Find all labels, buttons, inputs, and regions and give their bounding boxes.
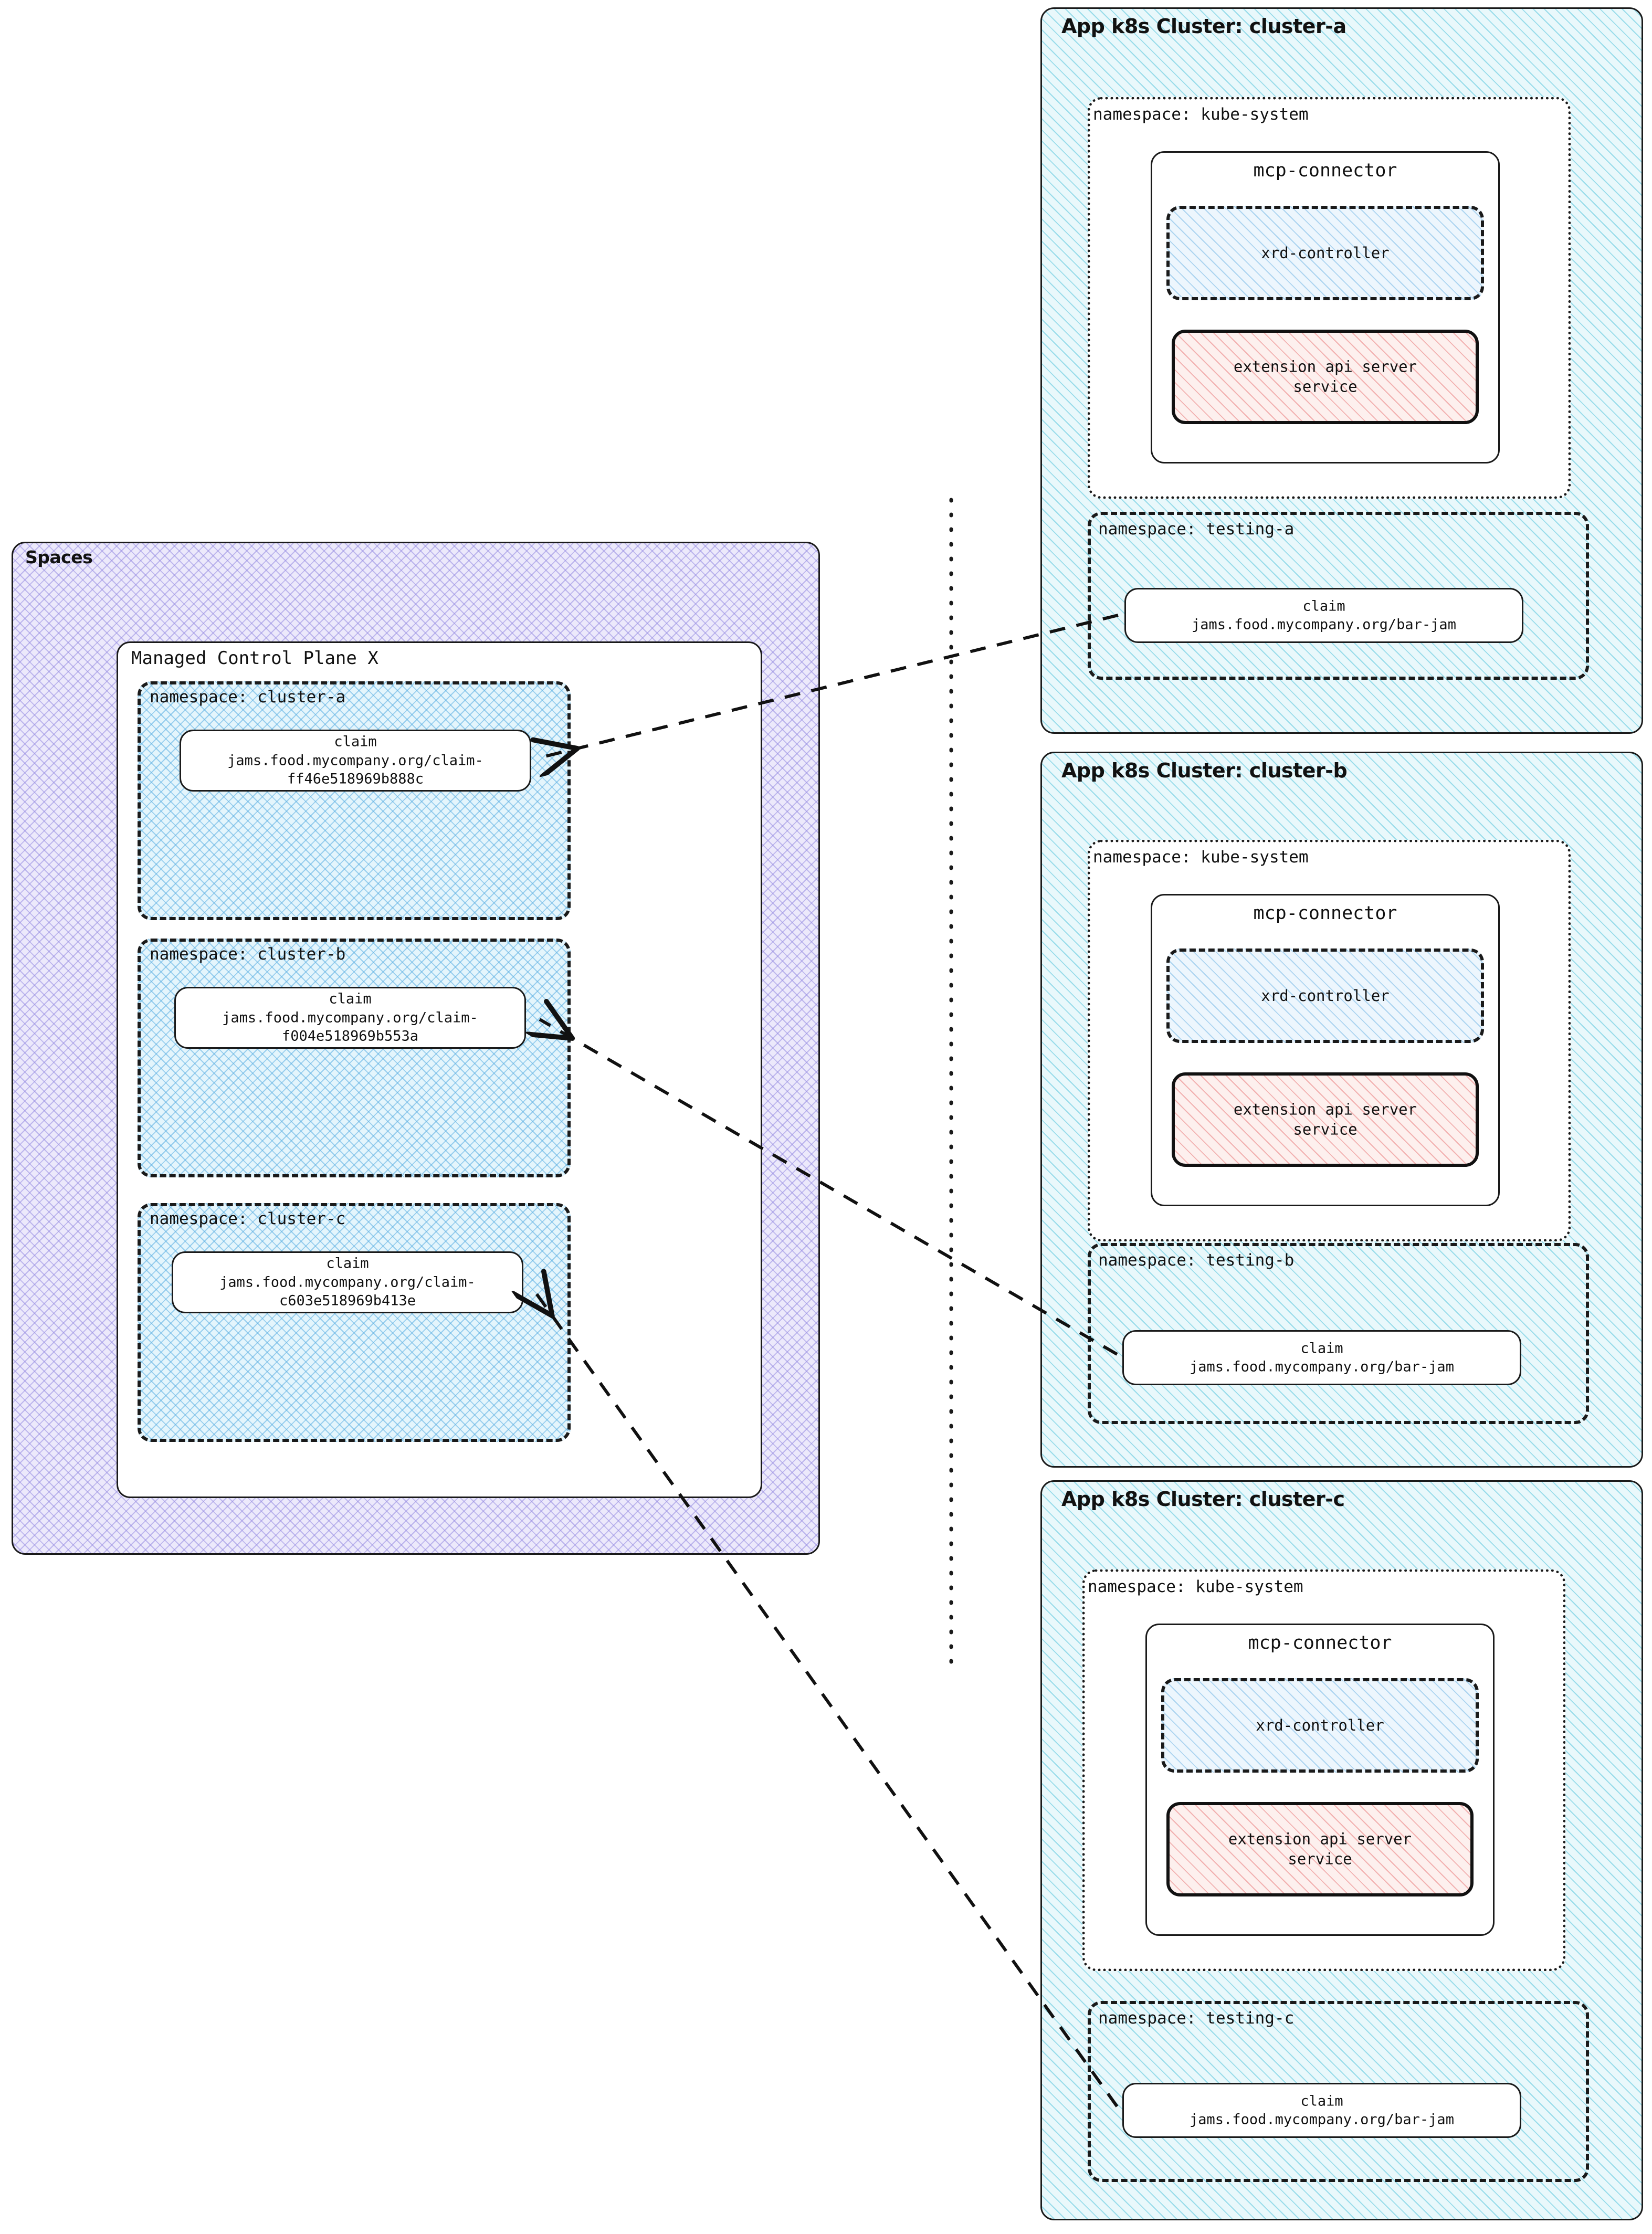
claim-ref: jams.food.mycompany.org/bar-jam <box>1192 616 1456 633</box>
cluster-b-kube-system-label: namespace: kube-system <box>1093 848 1309 867</box>
cluster-b-testing-namespace-label: namespace: testing-b <box>1098 1251 1295 1270</box>
claim-kind: claim <box>1300 1340 1343 1356</box>
claim-ref: jams.food.mycompany.org/claim- f004e5189… <box>222 1009 478 1045</box>
claim-kind: claim <box>329 990 372 1007</box>
cluster-a-xrd-controller: xrd-controller <box>1166 206 1484 300</box>
cluster-c-xrd-controller: xrd-controller <box>1161 1678 1479 1773</box>
cluster-b-testing-claim[interactable]: claim jams.food.mycompany.org/bar-jam <box>1122 1330 1521 1385</box>
mcp-namespace-cluster-c-label: namespace: cluster-c <box>150 1209 346 1228</box>
cluster-a-extension-api-server-label: extension api server service <box>1233 357 1417 396</box>
cluster-a-testing-claim[interactable]: claim jams.food.mycompany.org/bar-jam <box>1124 588 1523 643</box>
claim-node-cluster-b[interactable]: claim jams.food.mycompany.org/claim- f00… <box>174 987 526 1049</box>
claim-node-cluster-c[interactable]: claim jams.food.mycompany.org/claim- c60… <box>172 1251 523 1313</box>
claim-kind: claim <box>326 1255 369 1272</box>
mcp-namespace-cluster-a-label: namespace: cluster-a <box>150 688 346 707</box>
cluster-a-testing-namespace-label: namespace: testing-a <box>1098 520 1295 539</box>
claim-node-cluster-c-text: claim jams.food.mycompany.org/claim- c60… <box>173 1255 522 1311</box>
claim-ref: jams.food.mycompany.org/claim- c603e5189… <box>219 1274 476 1309</box>
cluster-c-xrd-controller-label: xrd-controller <box>1256 1716 1384 1734</box>
cluster-c-extension-api-server-label: extension api server service <box>1228 1830 1412 1868</box>
mcp-namespace-cluster-c <box>138 1203 571 1442</box>
mcp-namespace-cluster-a <box>138 681 571 920</box>
mcp-namespace-cluster-b <box>138 939 571 1177</box>
cluster-b-xrd-controller: xrd-controller <box>1166 949 1484 1043</box>
cluster-a-xrd-controller-label: xrd-controller <box>1261 244 1390 262</box>
app-cluster-a-title: App k8s Cluster: cluster-a <box>1061 15 1346 38</box>
claim-ref: jams.food.mycompany.org/claim- ff46e5189… <box>227 752 483 787</box>
claim-node-cluster-a[interactable]: claim jams.food.mycompany.org/claim- ff4… <box>180 730 531 792</box>
claim-node-cluster-b-text: claim jams.food.mycompany.org/claim- f00… <box>176 990 524 1046</box>
app-cluster-c-title: App k8s Cluster: cluster-c <box>1061 1488 1345 1511</box>
cluster-c-testing-namespace-label: namespace: testing-c <box>1098 2009 1295 2028</box>
claim-node-cluster-a-text: claim jams.food.mycompany.org/claim- ff4… <box>181 733 530 789</box>
cluster-c-extension-api-server: extension api server service <box>1166 1802 1474 1896</box>
app-cluster-b-title: App k8s Cluster: cluster-b <box>1061 759 1348 782</box>
managed-control-plane-label: Managed Control Plane X <box>131 648 378 669</box>
claim-kind: claim <box>334 733 377 750</box>
cluster-b-mcp-connector-label: mcp-connector <box>1253 903 1397 924</box>
claim-kind: claim <box>1302 597 1345 614</box>
spaces-label: Spaces <box>25 547 93 567</box>
claim-ref: jams.food.mycompany.org/bar-jam <box>1190 2111 1454 2128</box>
mcp-namespace-cluster-b-label: namespace: cluster-b <box>150 945 346 964</box>
cluster-c-mcp-connector-label: mcp-connector <box>1248 1632 1392 1653</box>
claim-kind: claim <box>1300 2092 1343 2109</box>
cluster-a-kube-system-label: namespace: kube-system <box>1093 105 1309 124</box>
cluster-a-extension-api-server: extension api server service <box>1172 330 1479 424</box>
cluster-a-testing-claim-text: claim jams.food.mycompany.org/bar-jam <box>1126 597 1522 634</box>
cluster-b-xrd-controller-label: xrd-controller <box>1261 986 1390 1005</box>
cluster-c-testing-claim-text: claim jams.food.mycompany.org/bar-jam <box>1124 2092 1520 2129</box>
cluster-a-testing-namespace <box>1088 512 1589 680</box>
cluster-c-kube-system-label: namespace: kube-system <box>1088 1577 1303 1596</box>
claim-ref: jams.food.mycompany.org/bar-jam <box>1190 1358 1454 1375</box>
cluster-b-testing-claim-text: claim jams.food.mycompany.org/bar-jam <box>1124 1339 1520 1376</box>
cluster-c-testing-claim[interactable]: claim jams.food.mycompany.org/bar-jam <box>1122 2083 1521 2138</box>
cluster-a-mcp-connector-label: mcp-connector <box>1253 160 1397 181</box>
cluster-b-extension-api-server: extension api server service <box>1172 1072 1479 1167</box>
cluster-b-extension-api-server-label: extension api server service <box>1233 1100 1417 1139</box>
